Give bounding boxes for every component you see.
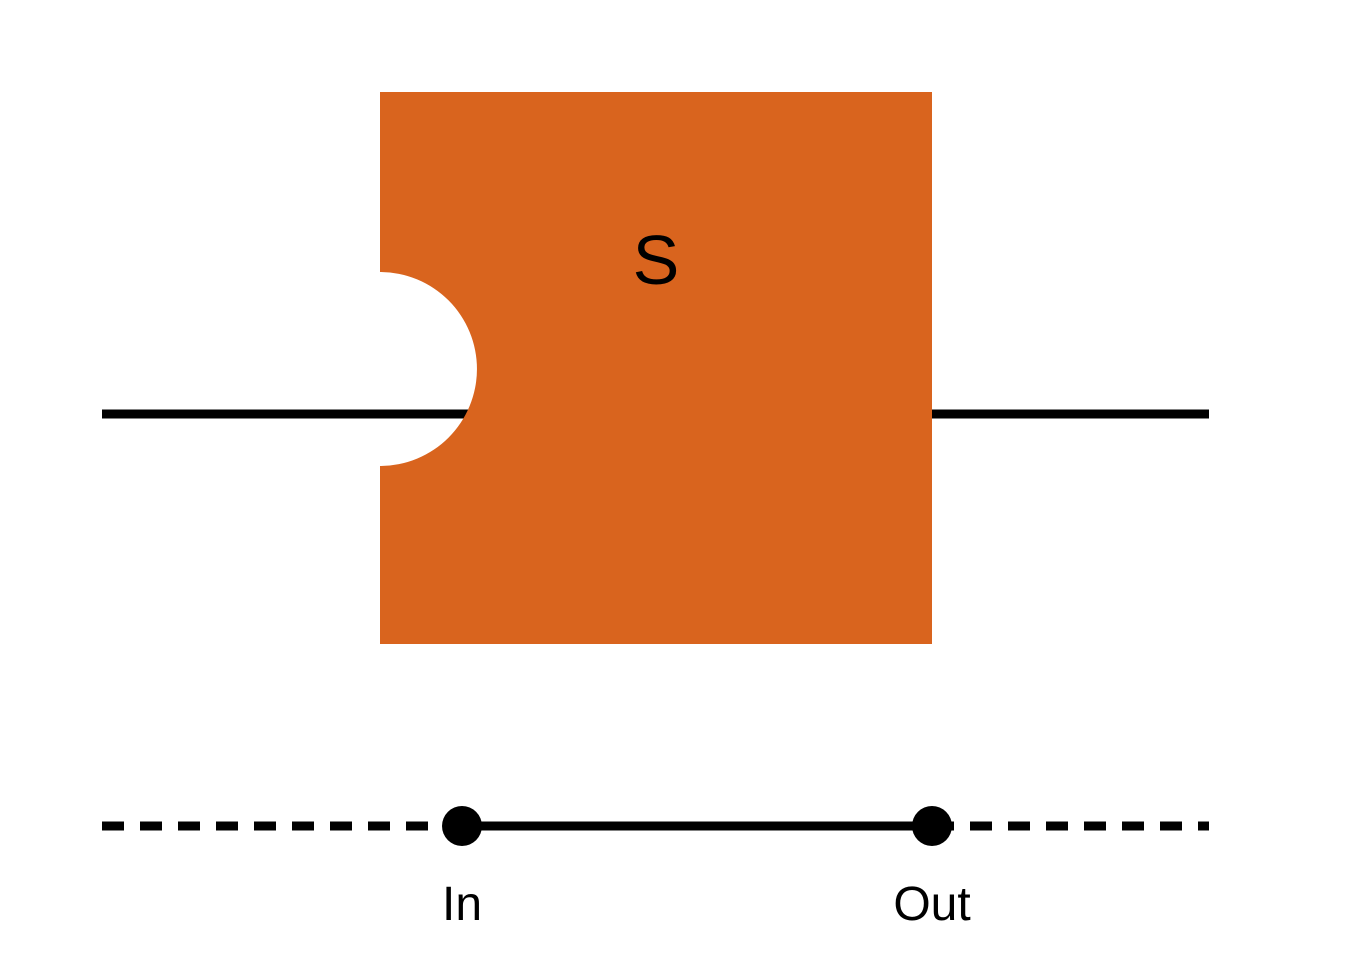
block-label: S [633,221,680,299]
in-label: In [442,878,482,931]
in-point [442,806,482,846]
out-point [912,806,952,846]
s-block [380,92,932,644]
out-label: Out [893,878,970,931]
